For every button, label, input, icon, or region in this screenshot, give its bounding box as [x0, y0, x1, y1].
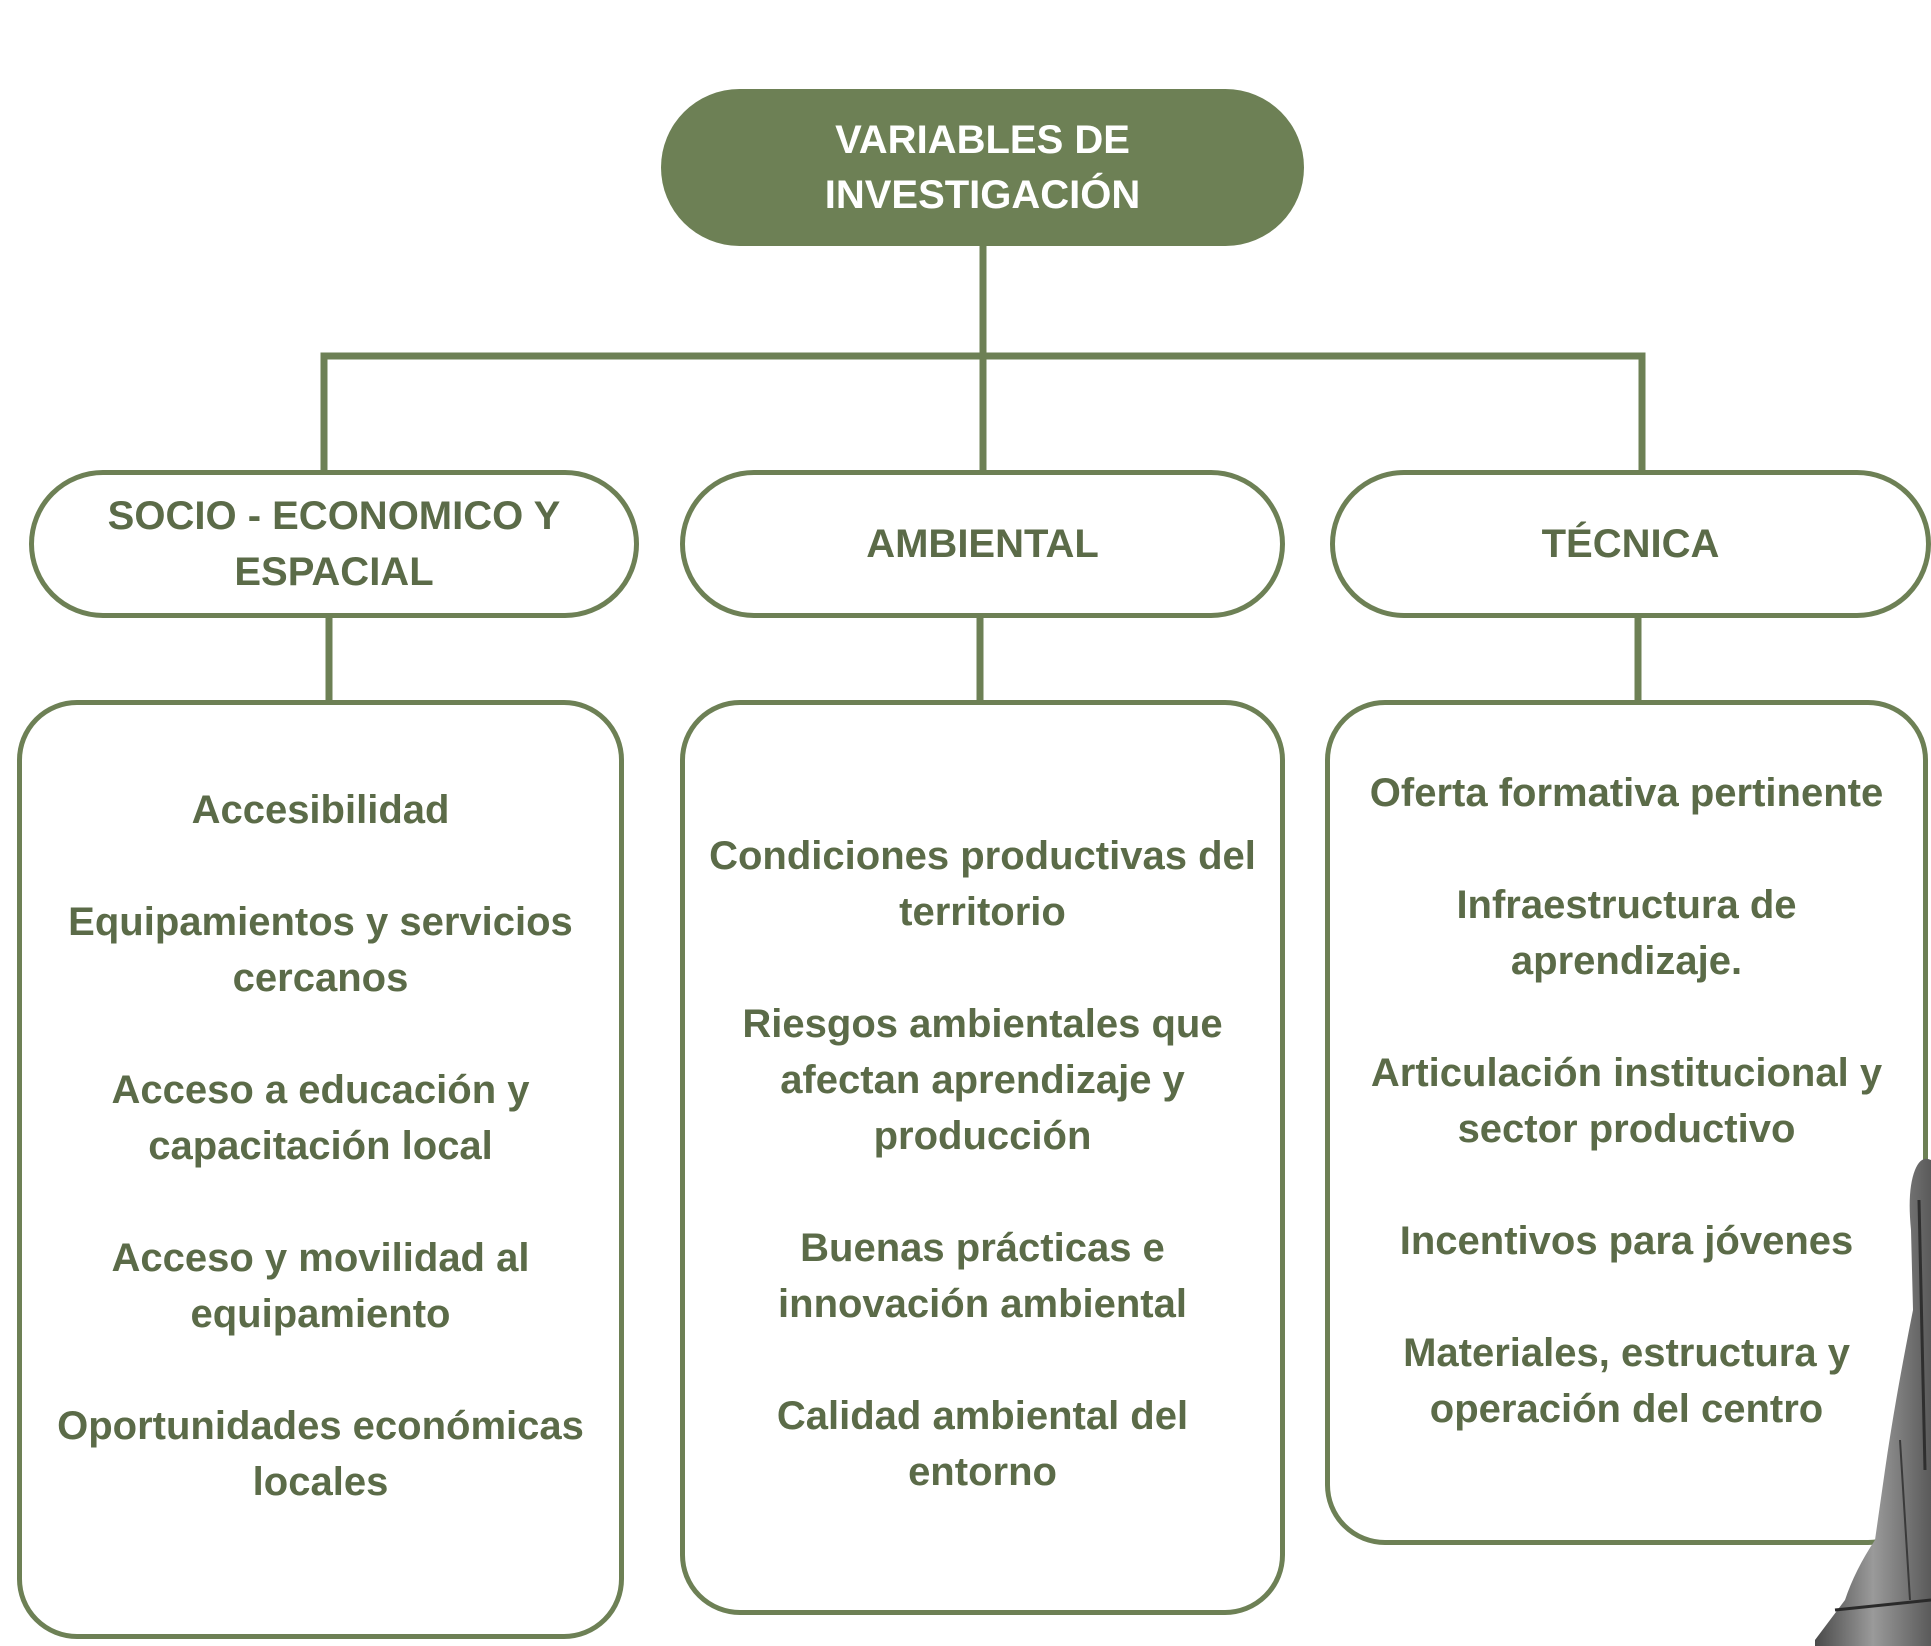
socio-economico-items-panel: Accesibilidad Equipamientos y servicios … [17, 700, 624, 1639]
category-ambiental: AMBIENTAL [680, 470, 1285, 618]
statue-image-fragment [1815, 1158, 1931, 1646]
list-item: Acceso y movilidad al equipamiento [111, 1236, 530, 1336]
ambiental-items-panel: Condiciones productivas del territorio R… [680, 700, 1285, 1615]
list-item: Accesibilidad [191, 788, 450, 832]
tecnica-items-panel: Oferta formativa pertinente Infraestruct… [1325, 700, 1928, 1545]
root-node: VARIABLES DE INVESTIGACIÓN [661, 89, 1304, 246]
category-tecnica: TÉCNICA [1330, 470, 1931, 618]
list-item: Incentivos para jóvenes [1399, 1219, 1854, 1263]
list-item: Articulación institucional y sector prod… [1370, 1051, 1883, 1151]
list-item: Oferta formativa pertinente [1369, 771, 1884, 815]
list-item: Materiales, estructura y operación del c… [1403, 1331, 1850, 1431]
category-socio-economico: SOCIO - ECONOMICO Y ESPACIAL [29, 470, 639, 618]
list-item: Infraestructura de aprendizaje. [1456, 883, 1797, 983]
list-item: Condiciones productivas del territorio [709, 834, 1256, 934]
list-item: Riesgos ambientales que afectan aprendiz… [742, 1002, 1223, 1158]
list-item: Oportunidades económicas locales [57, 1404, 584, 1504]
list-item: Calidad ambiental del entorno [776, 1394, 1189, 1494]
list-item: Buenas prácticas e innovación ambiental [778, 1226, 1187, 1326]
list-item: Acceso a educación y capacitación local [111, 1068, 530, 1168]
list-item: Equipamientos y servicios cercanos [68, 900, 573, 1000]
